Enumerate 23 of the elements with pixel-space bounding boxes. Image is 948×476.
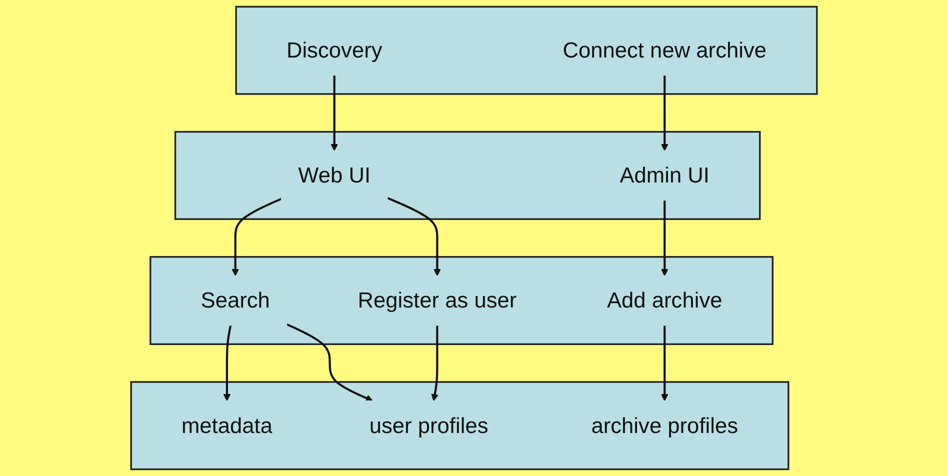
node-text: Connect new archive: [562, 37, 767, 63]
arrow: [330, 75, 338, 152]
arrow: [660, 325, 668, 402]
arrow: [232, 198, 282, 276]
node-text: Web UI: [298, 162, 371, 188]
arrow: [431, 325, 438, 402]
node-text: Add archive: [606, 288, 722, 313]
arrow: [660, 75, 668, 152]
arrow: [660, 200, 668, 276]
node-text: metadata: [181, 412, 272, 438]
cluster: [235, 6, 818, 95]
node-text: Search: [200, 288, 270, 313]
cluster: [130, 381, 790, 470]
cluster: [174, 130, 761, 220]
node-text: Admin UI: [620, 162, 710, 188]
cluster: [150, 256, 774, 346]
node-text: archive profiles: [591, 412, 738, 438]
arrow: [286, 323, 373, 402]
arrow: [386, 196, 441, 276]
arrow: [223, 325, 232, 402]
node-text: user profiles: [369, 412, 488, 438]
node-text: Discovery: [286, 37, 382, 63]
node-text: Register as user: [358, 288, 517, 313]
